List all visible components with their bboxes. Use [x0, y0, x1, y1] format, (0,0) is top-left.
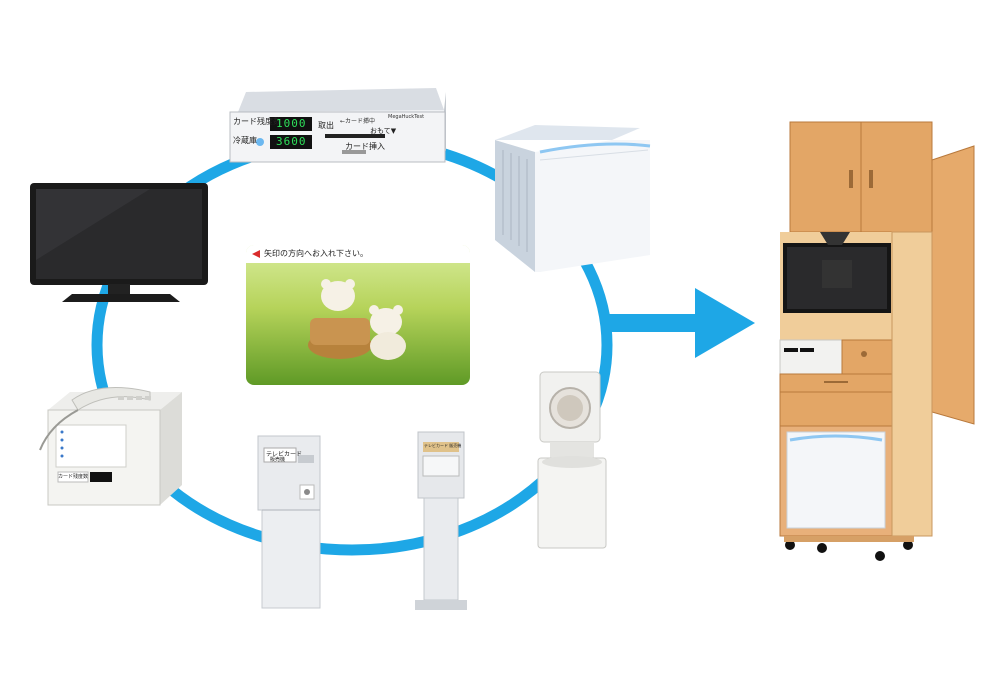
fridge-label: 冷蔵庫 [233, 136, 257, 145]
eject-label: 取出 [318, 121, 334, 130]
fridge-value: 3600 [276, 135, 307, 148]
brand-label: MegaHuckTest [388, 114, 425, 120]
prepaid-card-caption: 矢印の方向へお入れ下さい。 [264, 249, 368, 258]
card-remaining-label: カード残度数 [233, 117, 281, 126]
dispenser-title: テレビカード 販売機 [424, 443, 462, 448]
vending-subtitle: 販売機 [270, 457, 286, 463]
arrow-right-icon [605, 288, 755, 358]
front-label: おもて▼ [370, 127, 397, 135]
insert-label: カード挿入 [345, 142, 385, 151]
phone-counter-label: カード残度数 [58, 474, 89, 480]
card-hint-label: ←カード挿中 [340, 118, 376, 125]
card-remaining-value: 1000 [276, 117, 307, 130]
vending-title: テレビカード [266, 451, 303, 458]
